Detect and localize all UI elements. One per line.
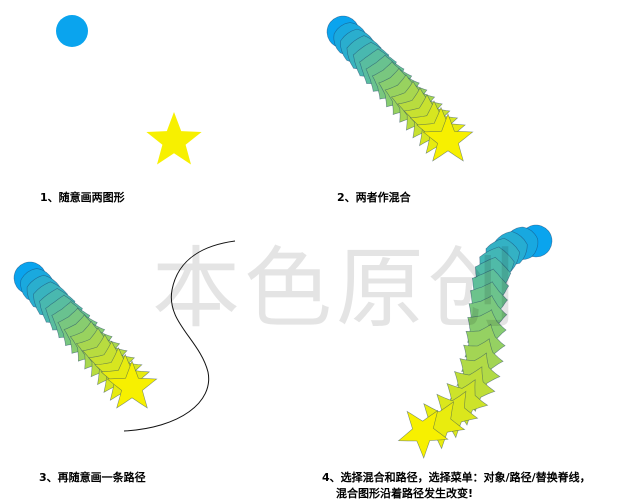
caption-step-4-line-1: 4、选择混合和路径，选择菜单：对象/路径/替换脊线， (322, 471, 591, 484)
drawn-path (123, 240, 236, 432)
step3-blend-step (106, 360, 158, 409)
step1-shapes (56, 15, 202, 165)
step2-blend-step (422, 113, 474, 162)
yellow-star (146, 112, 202, 165)
caption-step-2: 2、两者作混合 (337, 191, 411, 204)
step3-blend-and-path (13, 240, 236, 432)
blue-circle (56, 15, 88, 47)
step4-blend-along-path (397, 224, 553, 459)
caption-step-1: 1、随意画两图形 (40, 191, 125, 204)
step4-blend-step (397, 409, 449, 459)
step2-blend (326, 15, 474, 162)
caption-step-3: 3、再随意画一条路径 (39, 471, 146, 484)
caption-step-4-line-2: 混合图形沿着路径发生改变! (336, 487, 474, 500)
watermark-text: 本色原创 (152, 237, 521, 340)
